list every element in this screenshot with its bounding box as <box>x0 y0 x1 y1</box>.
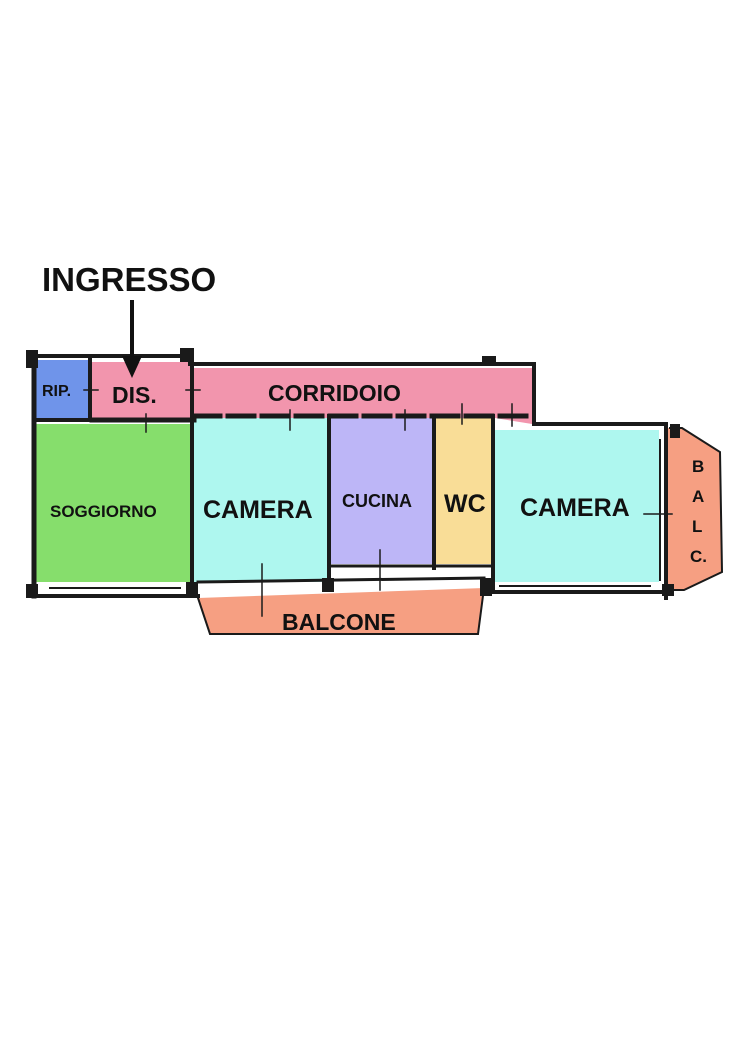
label-dis: DIS. <box>112 382 157 408</box>
label-corridoio: CORRIDOIO <box>268 380 401 406</box>
room-cucina <box>331 418 432 564</box>
wall-balcone <box>196 586 486 635</box>
label-balc-1: B <box>692 457 704 476</box>
room-wc <box>436 418 492 564</box>
room-balcone <box>198 588 484 634</box>
pillars <box>26 348 680 598</box>
entrance-label: INGRESSO <box>42 261 216 298</box>
label-balc-2: A <box>692 487 704 506</box>
label-camera-left: CAMERA <box>203 496 313 524</box>
arrow-down-icon <box>122 300 142 378</box>
label-cucina: CUCINA <box>342 491 412 511</box>
label-balcone: BALCONE <box>282 609 396 635</box>
room-dis <box>90 362 190 418</box>
room-camera-left <box>194 418 328 582</box>
room-corridoio <box>190 368 532 424</box>
label-balc-4: C. <box>690 547 707 566</box>
room-camera-right <box>495 430 659 582</box>
label-balc-3: L <box>692 517 702 536</box>
label-soggiorno: SOGGIORNO <box>50 502 157 521</box>
room-rip <box>36 360 90 418</box>
label-camera-right: CAMERA <box>520 494 630 522</box>
label-rip: RIP. <box>42 383 71 400</box>
room-soggiorno <box>36 424 192 582</box>
wall-bottom-mid <box>196 576 486 584</box>
label-wc: WC <box>444 490 486 518</box>
room-balc <box>668 428 722 590</box>
